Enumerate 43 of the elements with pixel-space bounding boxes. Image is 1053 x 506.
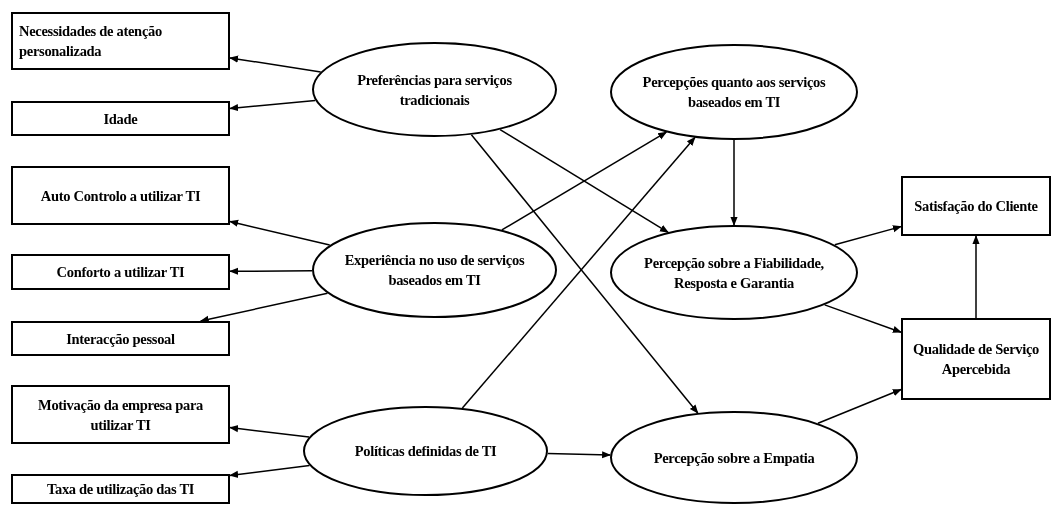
arrow: [229, 425, 310, 438]
node-label: Experiência no uso de serviços baseados em TI: [343, 251, 526, 290]
arrow: [229, 464, 311, 478]
node-label: Qualidade de Serviço Apercebida: [911, 340, 1041, 379]
node-label: Taxa de utilização das TI: [45, 480, 196, 499]
node-label: Auto Controlo a utilizar TI: [39, 186, 202, 206]
arrow: [547, 451, 612, 459]
concept-box: [11, 385, 230, 444]
concept-box: [901, 318, 1051, 400]
arrow: [730, 139, 738, 226]
arrow: [972, 235, 980, 319]
concept-ellipse: [610, 44, 858, 140]
arrow: [817, 388, 902, 425]
node-label: Motivação da empresa para utilizar TI: [37, 395, 204, 435]
arrow: [229, 219, 331, 246]
arrow: [834, 225, 902, 246]
concept-box: [11, 101, 230, 136]
node-label: Percepção sobre a Fiabilidade, Resposta e Garantia: [643, 253, 825, 293]
concept-box: [901, 176, 1051, 236]
concept-ellipse: [312, 222, 557, 318]
arrow: [229, 267, 313, 275]
concept-box: [11, 254, 230, 290]
arrow: [199, 292, 329, 323]
arrow: [823, 304, 902, 333]
concept-box: [11, 474, 230, 504]
node-label: Idade: [102, 109, 139, 129]
node-label: Percepções quanto aos serviços baseados em TI: [641, 73, 827, 112]
node-label: Preferências para serviços tradicionais: [356, 70, 513, 110]
concept-ellipse: [312, 42, 557, 137]
node-label: Necessidades de atenção personalizada: [19, 22, 163, 61]
concept-ellipse: [610, 411, 858, 504]
concept-box: [11, 166, 230, 225]
node-label: Interacção pessoal: [65, 329, 176, 349]
node-label: Satisfação do Cliente: [913, 197, 1039, 216]
node-label: Percepção sobre a Empatia: [652, 448, 816, 468]
concept-ellipse: [303, 406, 548, 496]
concept-box: [11, 12, 230, 70]
concept-ellipse: [610, 225, 858, 320]
arrow: [229, 55, 322, 73]
node-label: Conforto a utilizar TI: [55, 263, 186, 282]
node-label: Políticas definidas de TI: [353, 442, 498, 461]
concept-box: [11, 321, 230, 356]
arrow: [229, 99, 317, 112]
